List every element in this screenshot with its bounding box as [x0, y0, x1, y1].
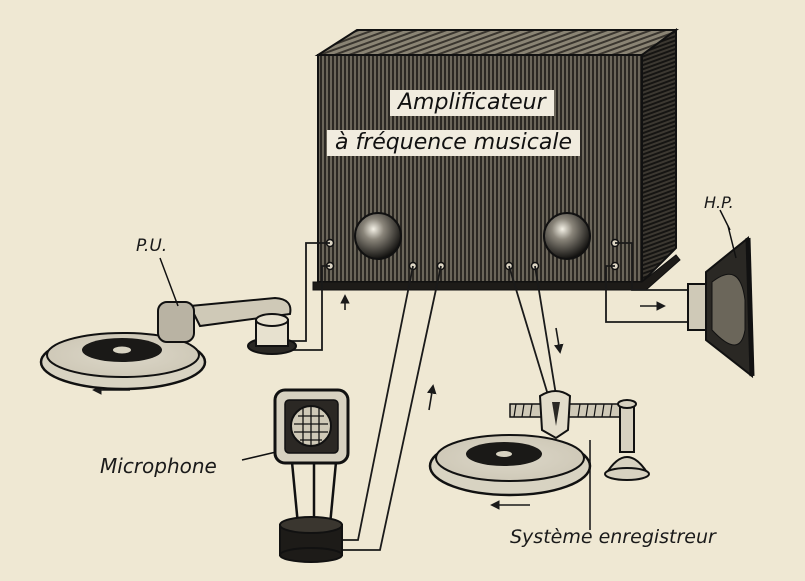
amplifier-knob-right — [543, 212, 591, 260]
amplifier-title-line1: Amplificateur — [390, 90, 554, 116]
microphone — [273, 388, 350, 563]
recording-turntable — [428, 390, 650, 530]
label-leaders — [159, 209, 731, 461]
amplifier-knob-left — [354, 212, 402, 260]
pickup-turntable — [39, 296, 297, 391]
wires — [290, 242, 694, 551]
speaker-label: H.P. — [704, 193, 734, 212]
recorder-label: Système enregistreur — [510, 526, 716, 548]
pickup-label: P.U. — [136, 236, 168, 256]
loudspeaker — [687, 225, 755, 379]
microphone-label: Microphone — [100, 454, 217, 478]
amplifier-title-line2: à fréquence musicale — [327, 130, 580, 156]
